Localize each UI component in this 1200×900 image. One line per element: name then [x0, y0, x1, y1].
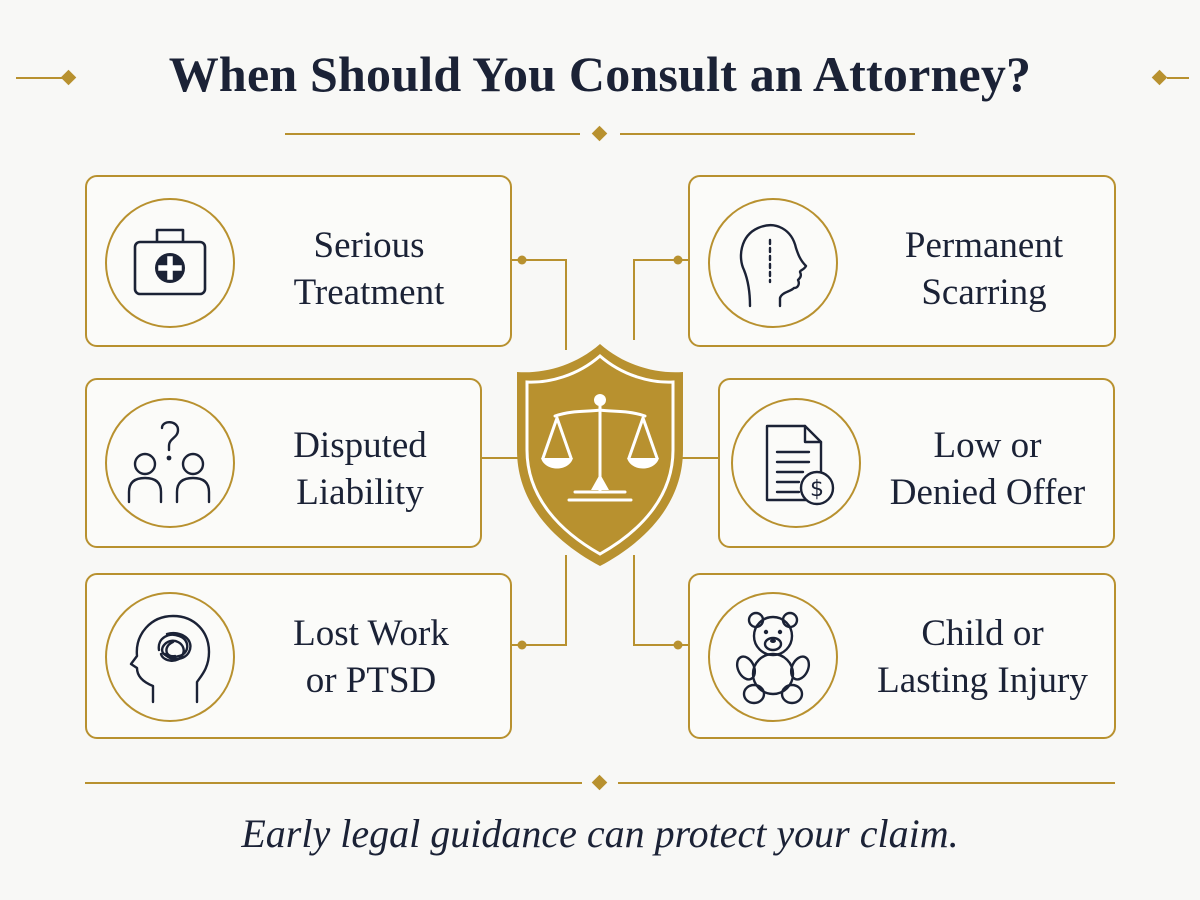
- card-permanent-scarring-label: Permanent Scarring: [904, 225, 1064, 313]
- svg-text:$: $: [810, 477, 824, 502]
- people-question-icon: [105, 398, 235, 528]
- card-low-or-denied-offer-label: Low or Denied Offer: [889, 425, 1086, 513]
- bottom-divider-left: [85, 782, 582, 784]
- head-tangled-mind-icon: [105, 592, 235, 722]
- title-divider-left: [285, 133, 580, 135]
- face-scar-profile-icon: [708, 198, 838, 328]
- title-divider-diamond-icon: [591, 125, 608, 142]
- medical-kit-icon: [105, 198, 235, 328]
- bottom-divider-right: [618, 782, 1115, 784]
- teddy-bear-icon: [708, 592, 838, 722]
- title-left-ornament-line: [16, 77, 64, 79]
- card-serious-treatment-label: Serious Treatment: [293, 225, 445, 313]
- tagline: Early legal guidance can protect your cl…: [241, 811, 959, 856]
- card-lost-work-or-ptsd-label: Lost Work or PTSD: [293, 613, 449, 701]
- page-title: When Should You Consult an Attorney?: [168, 46, 1032, 102]
- card-disputed-liability-label: Disputed Liability: [293, 425, 427, 513]
- title-right-ornament-line: [1167, 77, 1189, 79]
- card-child-or-lasting-injury-label: Child or Lasting Injury: [877, 613, 1088, 701]
- document-dollar-icon: $: [731, 398, 861, 528]
- title-divider-right: [620, 133, 915, 135]
- scales-of-justice-shield-icon: [517, 344, 683, 566]
- bottom-divider-diamond-icon: [591, 774, 608, 791]
